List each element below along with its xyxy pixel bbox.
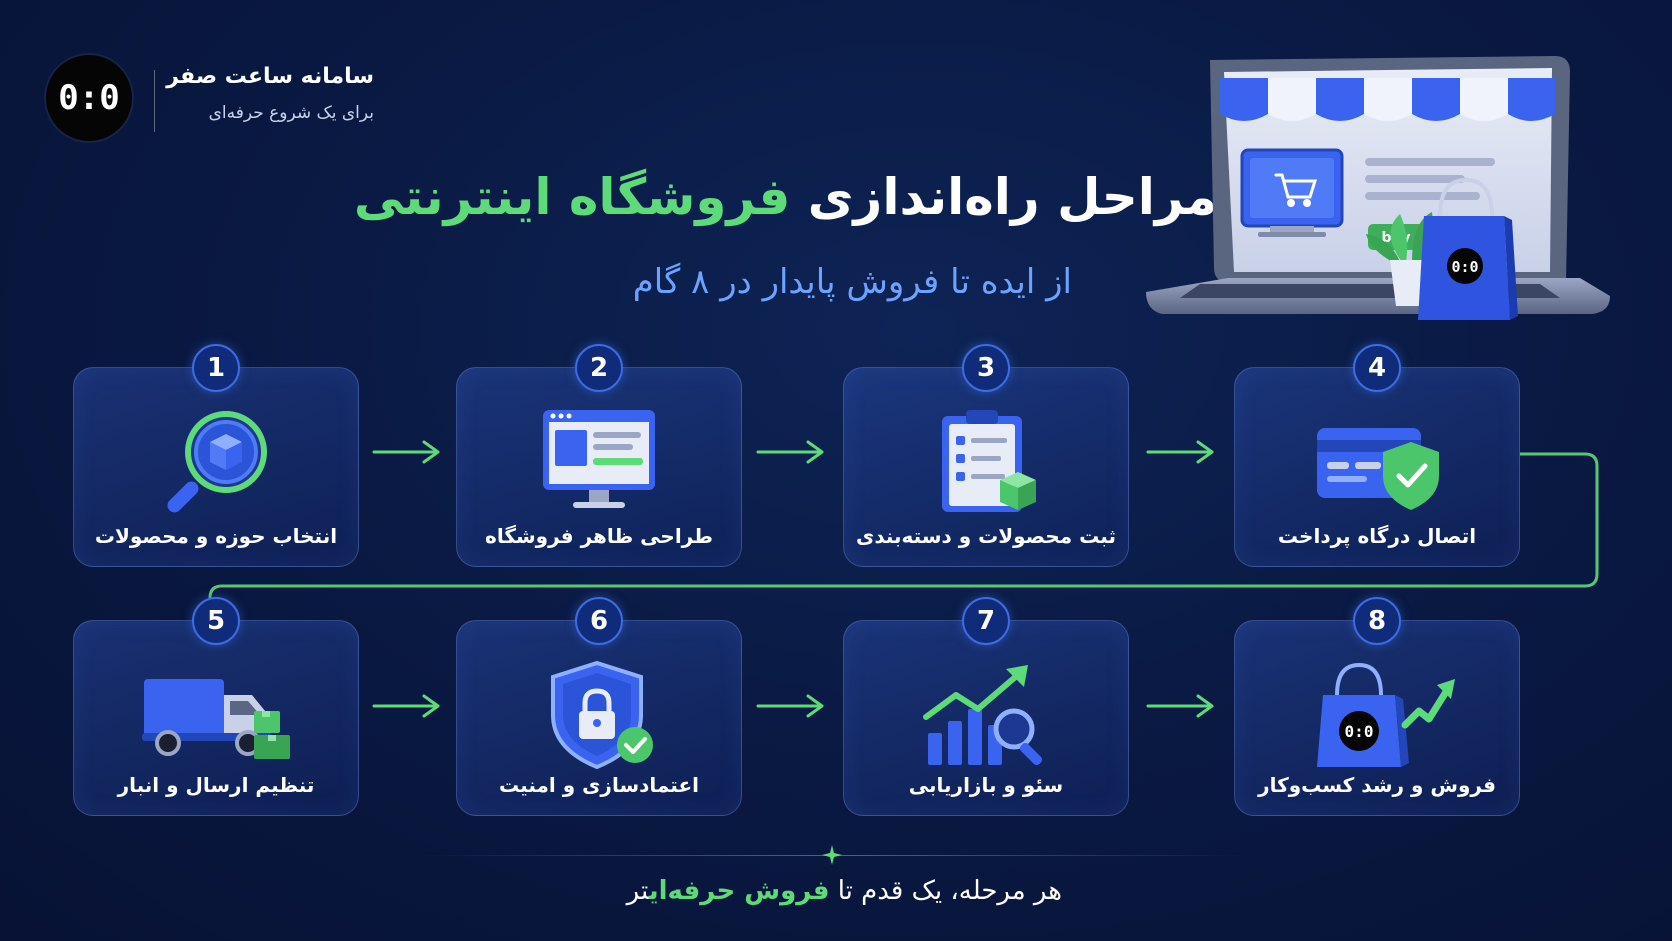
step-number-badge: 5 xyxy=(192,597,240,645)
step-number-badge: 7 xyxy=(962,597,1010,645)
card-shield-icon xyxy=(1317,428,1439,510)
awning-icon xyxy=(1220,78,1555,121)
step-number-badge: 2 xyxy=(575,344,623,392)
clock-logo-icon: 0:0 xyxy=(58,78,119,118)
magnifier-box-icon xyxy=(167,411,267,513)
step-card-4: 4 اتصال درگاه پرداخت xyxy=(1234,344,1520,567)
footer-slogan: هر مرحله، یک قدم تا فروش حرفه‌ایتر xyxy=(627,876,1062,906)
step-card-7: 7 سئو و بازاریابی xyxy=(843,597,1129,816)
title-text: مراحل راه‌اندازی xyxy=(790,168,1217,226)
brand-name: سامانه ساعت صفر xyxy=(166,64,374,89)
shopping-bag-icon: 0:0 xyxy=(1418,177,1518,320)
step-label: طراحی ظاهر فروشگاه xyxy=(485,524,713,548)
step-label: تنظیم ارسال و انبار xyxy=(117,773,315,797)
arrow-right-icon xyxy=(372,694,440,718)
page-title: مراحل راه‌اندازی فروشگاه اینترنتی xyxy=(354,168,1217,226)
arrow-right-icon xyxy=(1146,440,1214,464)
step-card-1: 1 انتخاب حوزه و محصولات xyxy=(73,344,359,567)
growth-chart-icon xyxy=(923,665,1043,766)
footer-text-part1: هر مرحله، یک قدم تا xyxy=(829,876,1062,906)
svg-text:0:0: 0:0 xyxy=(1345,722,1374,741)
svg-text:0:0: 0:0 xyxy=(58,78,119,118)
step-number-badge: 6 xyxy=(575,597,623,645)
truck-icon xyxy=(142,679,290,759)
step-label: انتخاب حوزه و محصولات xyxy=(94,524,338,548)
shopping-bag-growth-icon: 0:0 xyxy=(1317,662,1455,767)
brand-tagline: برای یک شروع حرفه‌ای xyxy=(208,103,374,123)
step-number-badge: 1 xyxy=(192,344,240,392)
arrow-right-icon xyxy=(1146,694,1214,718)
step-card-3: 3 ثبت محصولات و دسته‌بندی xyxy=(843,344,1129,567)
arrow-right-icon xyxy=(372,440,440,464)
clipboard-list-icon xyxy=(942,410,1036,512)
footer-highlight: فروش حرفه‌ای xyxy=(648,876,830,906)
laptop-store-illustration: buy 0:0 xyxy=(1146,56,1610,320)
footer-text-part2: تر xyxy=(626,876,649,906)
step-number-badge: 8 xyxy=(1353,597,1401,645)
step-card-8: 8 0:0 فروش و رشد کسب‌وکار xyxy=(1234,597,1520,816)
step-card-2: 2 طراحی ظاهر فروشگاه xyxy=(456,344,742,567)
step-number-badge: 4 xyxy=(1353,344,1401,392)
step-card-6: 6 اعتمادسازی و امنیت xyxy=(456,597,742,816)
brand-divider xyxy=(154,70,155,132)
step-label: اتصال درگاه پرداخت xyxy=(1277,524,1477,548)
arrow-right-icon xyxy=(756,694,824,718)
shield-lock-icon xyxy=(551,660,653,769)
step-label: ثبت محصولات و دسته‌بندی xyxy=(856,524,1116,548)
cart-icon xyxy=(1274,173,1318,207)
page-subtitle: از ایده تا فروش پایدار در ۸ گام xyxy=(632,262,1072,302)
title-highlight: فروشگاه اینترنتی xyxy=(353,168,791,226)
step-label: اعتمادسازی و امنیت xyxy=(499,773,699,797)
step-card-5: 5 تنظیم ارسال و انبار xyxy=(73,597,359,816)
brand-text: سامانه ساعت صفر برای یک شروع حرفه‌ای xyxy=(166,64,374,123)
sparkle-icon xyxy=(822,845,842,865)
step-number-badge: 3 xyxy=(962,344,1010,392)
step-label: سئو و بازاریابی xyxy=(908,773,1064,797)
monitor-design-icon xyxy=(543,410,655,508)
arrow-right-icon xyxy=(756,440,824,464)
step-label: فروش و رشد کسب‌وکار xyxy=(1258,773,1496,797)
brand-logo: 0:0 xyxy=(46,55,132,141)
svg-text:0:0: 0:0 xyxy=(1451,258,1478,276)
